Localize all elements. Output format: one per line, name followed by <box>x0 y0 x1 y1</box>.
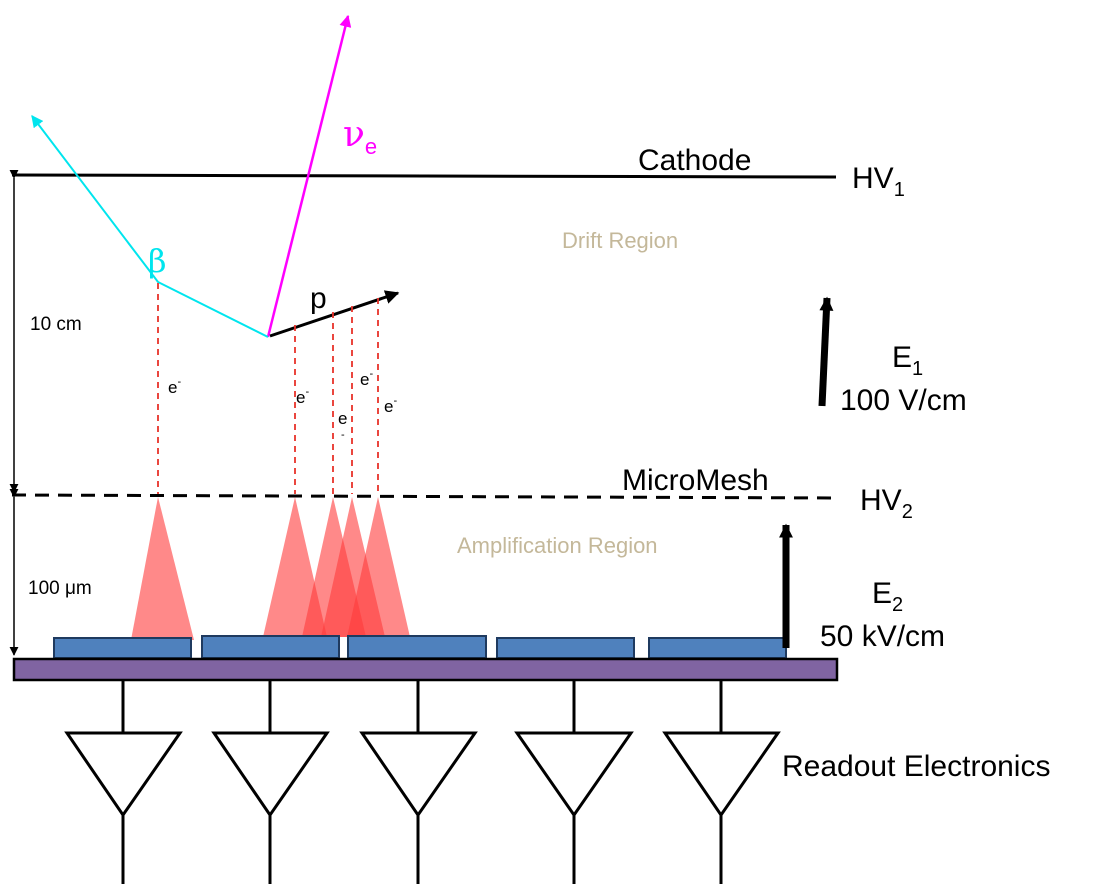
amplifier <box>64 680 183 884</box>
neutrino-symbol: ν <box>343 114 365 155</box>
amplifier-triangle-icon <box>662 731 781 818</box>
amplifier-triangle-icon <box>211 731 330 818</box>
e2-subscript: 2 <box>892 594 903 616</box>
proton-label: p <box>310 282 327 315</box>
electron-drift-lines <box>157 283 379 494</box>
electron-label: e- <box>360 368 373 389</box>
micromesh-label: MicroMesh <box>622 464 769 497</box>
amplifier-triangle-icon <box>64 731 183 818</box>
readout-electronics-label: Readout Electronics <box>782 750 1050 783</box>
beta-track <box>31 115 269 338</box>
amplifier <box>359 680 478 884</box>
e1-subscript: 1 <box>912 358 923 380</box>
readout-pad <box>496 637 635 659</box>
readout-electronics <box>64 680 781 884</box>
electron-symbol: e <box>296 388 305 407</box>
avalanche-cone <box>131 497 194 640</box>
electron-symbol: e <box>360 370 369 389</box>
e1-value: 100 V/cm <box>840 384 967 417</box>
hv2-label: HV2 <box>860 484 913 523</box>
electron-label: e <box>338 409 347 428</box>
amplifier-triangle-icon <box>514 731 634 818</box>
proton-track <box>269 290 400 338</box>
pcb-substrate <box>12 657 839 682</box>
hv1-text: HV <box>852 162 894 195</box>
readout-pad <box>201 635 340 659</box>
readout-pad <box>53 637 192 659</box>
electron-charge: - <box>177 376 181 388</box>
electron-symbol: e <box>168 378 177 397</box>
electron-symbol: e <box>338 409 347 428</box>
e1-label: E1 <box>892 341 923 380</box>
e1-field-arrow <box>818 296 834 407</box>
amplifier <box>514 680 634 884</box>
electron-labels: e- e- e - e- e- <box>168 368 397 441</box>
amplification-region-label: Amplification Region <box>457 533 658 558</box>
readout-pad <box>648 637 787 659</box>
e1-text: E <box>892 341 912 374</box>
drift-gap-label: 10 cm <box>30 314 82 335</box>
electron-symbol: e <box>384 397 393 416</box>
amplifier <box>662 680 781 884</box>
hv2-subscript: 2 <box>902 501 913 523</box>
electron-charge: - <box>305 386 309 398</box>
readout-pad <box>347 635 487 659</box>
cathode-line <box>11 173 837 179</box>
amplifier <box>211 680 330 884</box>
neutrino-track <box>266 14 352 338</box>
e2-text: E <box>872 577 892 610</box>
electron-charge: - <box>393 395 397 407</box>
beta-label: β <box>148 242 167 280</box>
avalanche-cone <box>347 497 410 637</box>
hv2-text: HV <box>860 484 902 517</box>
electron-label: e- <box>384 395 397 416</box>
electron-label: e- <box>296 386 309 407</box>
e2-label: E2 <box>872 577 903 616</box>
avalanches <box>131 497 410 640</box>
electron-charge: - <box>369 368 373 380</box>
hv1-subscript: 1 <box>894 179 905 201</box>
neutrino-subscript: e <box>365 134 377 159</box>
electron-label: e- <box>168 376 181 397</box>
electron-charge-below: - <box>341 429 345 441</box>
neutrino-label: νe <box>343 114 377 159</box>
hv1-label: HV1 <box>852 162 905 201</box>
e2-value: 50 kV/cm <box>820 620 945 653</box>
amp-gap-label: 100 μm <box>28 578 92 599</box>
drift-region-label: Drift Region <box>562 228 678 253</box>
readout-pads <box>53 635 787 659</box>
cathode-label: Cathode <box>638 144 751 177</box>
amplifier-triangle-icon <box>359 731 478 818</box>
